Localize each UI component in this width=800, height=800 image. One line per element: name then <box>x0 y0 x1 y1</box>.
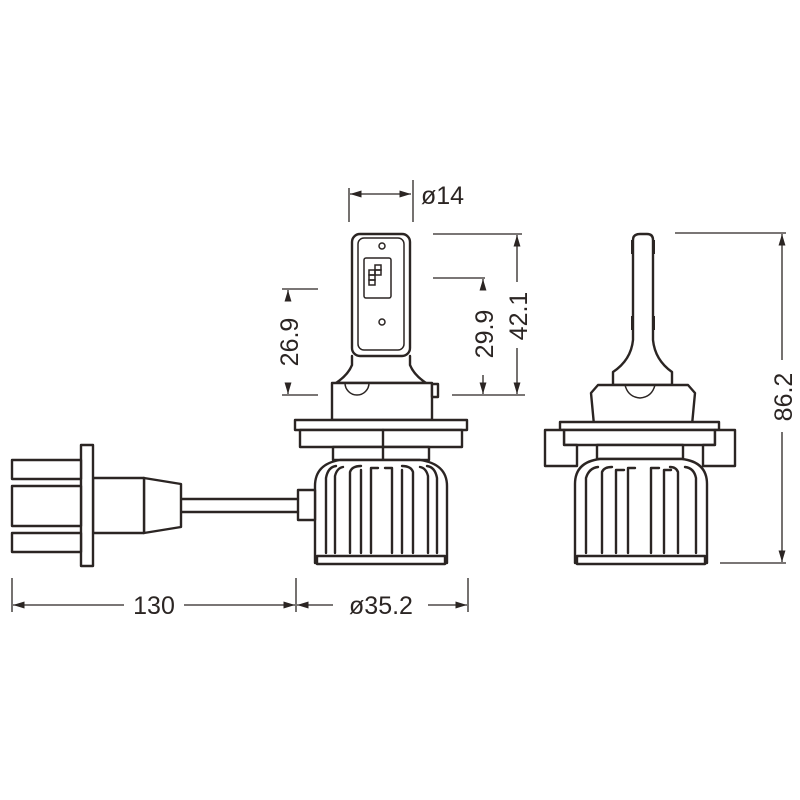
side-view-bulb <box>543 232 737 566</box>
dimension-lines <box>11 180 786 612</box>
dimension-labels: ø14 26.9 29.9 42.1 86.2 130 ø35.2 <box>133 182 798 620</box>
dim-label-29-9: 29.9 <box>471 310 499 359</box>
front-view-bulb <box>293 232 469 566</box>
dim-label-body-diameter: ø35.2 <box>349 592 413 620</box>
dim-label-cable-length: 130 <box>133 592 175 620</box>
dim-label-42-1: 42.1 <box>505 292 533 341</box>
dim-label-total-height: 86.2 <box>770 373 798 422</box>
dim-label-26-9: 26.9 <box>276 318 304 367</box>
dim-label-led-diameter: ø14 <box>421 182 464 210</box>
cable-connector <box>10 443 300 568</box>
